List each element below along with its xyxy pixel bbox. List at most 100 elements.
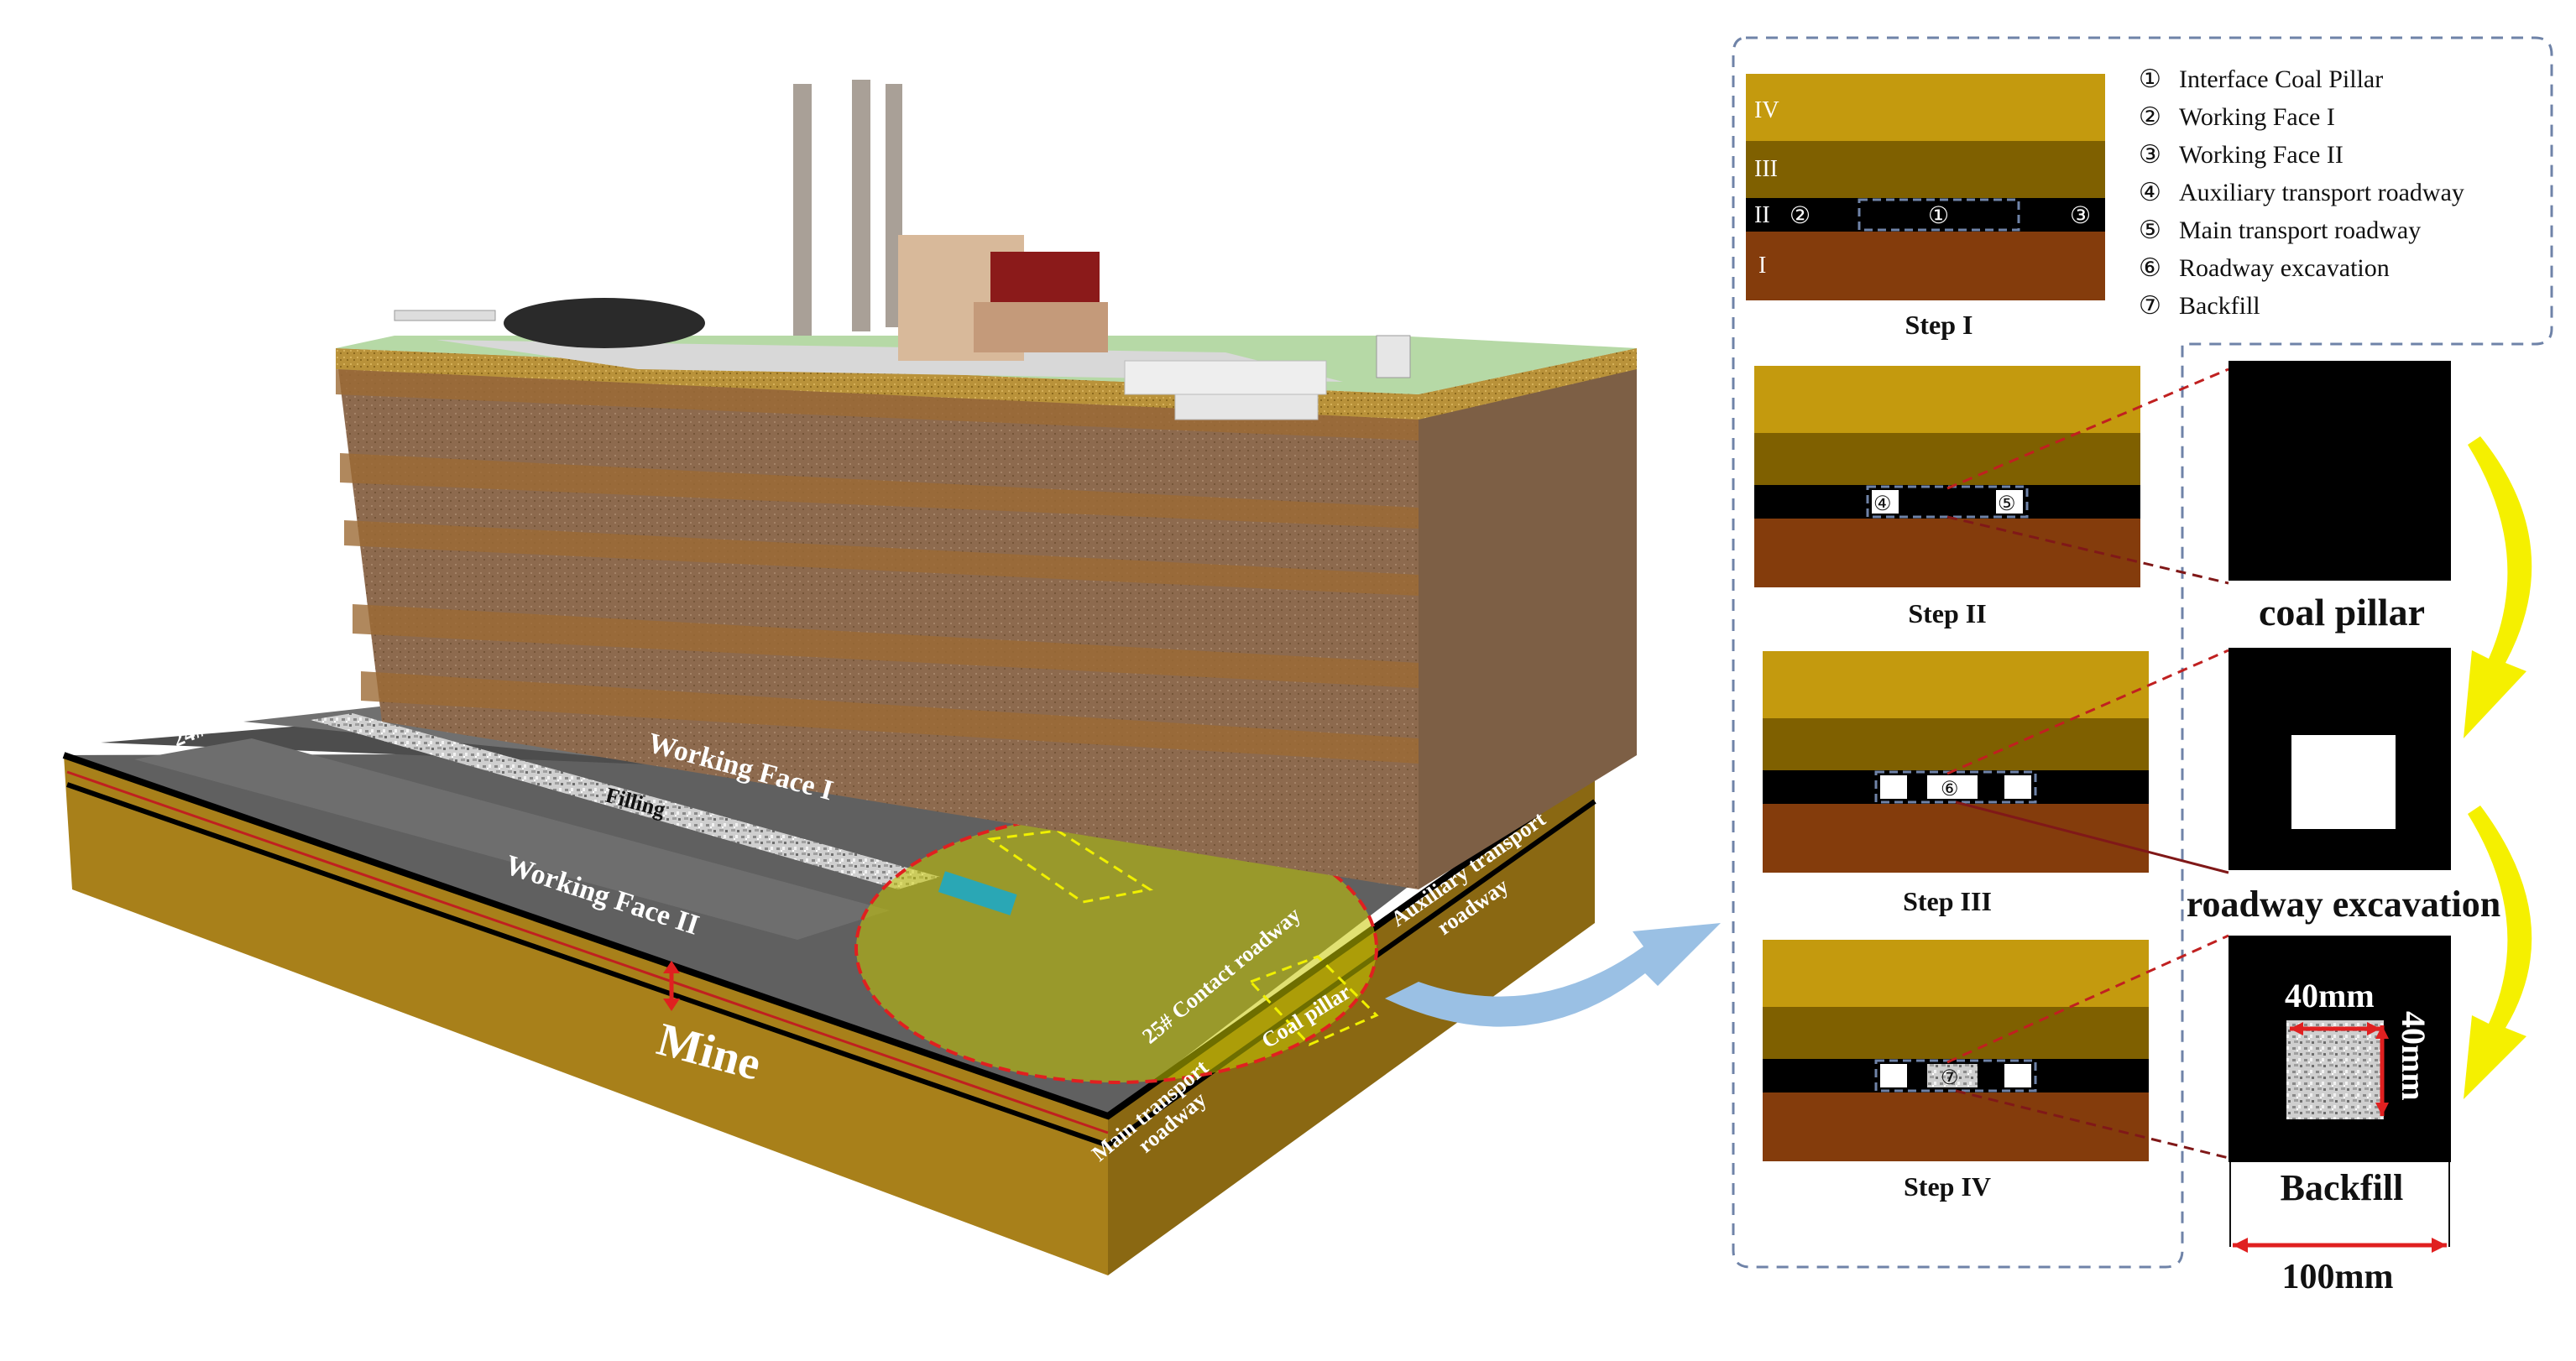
legend-item-3-text: Working Face II <box>2179 141 2343 169</box>
legend-item-7-num: ⑦ <box>2139 292 2161 320</box>
blue-curved-arrow <box>1385 923 1721 1027</box>
legend-item-4-text: Auxiliary transport roadway <box>2179 179 2464 206</box>
step3-layer-iv <box>1763 651 2149 718</box>
step-1-diagram: IV III II I ② ① ③ Step I <box>1746 74 2132 340</box>
strata-band-4 <box>353 604 1419 688</box>
step1-layer-iv <box>1746 74 2132 141</box>
coal-pile <box>504 298 705 348</box>
legend-item-1-num: ① <box>2139 65 2161 93</box>
legend-item-5-num: ⑤ <box>2139 216 2161 244</box>
step3-caption: Step III <box>1903 886 1992 916</box>
step4-caption: Step IV <box>1904 1171 1991 1202</box>
step2-layer-iv <box>1754 366 2140 433</box>
plant-pipes <box>1124 360 1327 395</box>
connector-step2-top <box>1946 368 2229 490</box>
dim-100-label: 100mm <box>2282 1258 2394 1296</box>
step2-marker-4: ④ <box>1873 493 1892 515</box>
step4-marker-7: ⑦ <box>1941 1067 1959 1089</box>
step1-label-i: I <box>1758 253 1766 279</box>
legend-item-6-num: ⑥ <box>2139 254 2161 282</box>
step1-layer-iii <box>1746 141 2132 198</box>
specimen-roadway-excavation-label: roadway excavation <box>2187 884 2500 925</box>
dim-40-h-head-left <box>2290 1022 2303 1035</box>
dim-100-head-left <box>2233 1238 2248 1253</box>
yellow-arrow-2 <box>2464 806 2532 1099</box>
seam-frame-bottom <box>66 782 1596 1149</box>
filling-strip[interactable] <box>311 713 940 889</box>
step2-layer-i <box>1754 519 2140 587</box>
specimen-backfill-label: Backfill <box>2281 1167 2404 1208</box>
legend-background <box>2105 42 2548 340</box>
step3-marker-6: ⑥ <box>1941 779 1959 800</box>
strata-band-3 <box>344 520 1419 596</box>
step-3-diagram: ⑥ Step III <box>1763 651 2149 916</box>
dim-40-vertical-label: 40mm <box>2395 1011 2432 1101</box>
step3-layer-i <box>1763 804 2149 873</box>
dim-40-v-head-bottom <box>2375 1103 2389 1116</box>
highlight-dashed-box-2 <box>1248 955 1379 1046</box>
blue-arrow-body <box>1385 923 1721 1027</box>
floor-slab-front <box>64 755 1108 1275</box>
step1-marker-3: ③ <box>2070 203 2091 229</box>
connector-step2-bottom <box>1946 515 2229 585</box>
legend-item-4-num: ④ <box>2139 179 2161 206</box>
steps-panel: IV III II I ② ① ③ Step I ① Interface Coa… <box>1732 36 2553 1269</box>
strata-band-5 <box>361 671 1419 764</box>
step4-layer-iii <box>1763 1007 2149 1059</box>
legend-item-2-text: Working Face I <box>2179 103 2335 131</box>
legend: ① Interface Coal Pillar ② Working Face I… <box>2105 42 2548 340</box>
mine-3d-model: 24# Contact roadway Working Face I Filli… <box>62 80 1637 1275</box>
highlight-dashed-box-1 <box>986 829 1154 904</box>
chimney-2 <box>852 80 870 331</box>
step1-label-iii: III <box>1754 156 1778 182</box>
connector-step4-top <box>1946 934 2229 1064</box>
strata-band-1 <box>336 369 1419 441</box>
step1-marker-2: ② <box>1790 203 1811 229</box>
step1-layer-ii <box>1746 198 2132 232</box>
power-plant <box>394 80 1411 420</box>
legend-item-3-num: ③ <box>2139 141 2161 169</box>
step3-layer-iii <box>1763 718 2149 770</box>
step2-main-roadway <box>1996 490 2023 514</box>
floor-slab-side <box>1108 772 1595 1275</box>
ground-concrete <box>436 340 1343 382</box>
legend-item-6-text: Roadway excavation <box>2179 254 2390 282</box>
step4-aux-roadway <box>1880 1064 1907 1087</box>
step2-layer-ii <box>1754 485 2140 519</box>
connector-lines <box>1946 368 2229 1160</box>
seam-frame-top <box>62 752 1597 1120</box>
step1-marker-1: ① <box>1928 203 1949 229</box>
strata-band-2 <box>340 453 1419 529</box>
plant-conveyor <box>394 310 496 321</box>
specimen-coal-pillar-label: coal pillar <box>2259 591 2425 634</box>
step4-backfill <box>1927 1064 1978 1087</box>
step2-caption: Step II <box>1908 598 1986 628</box>
connector-step3-top <box>1946 649 2229 775</box>
specimen-roadway-hole <box>2291 735 2396 829</box>
steps-panel-border <box>1732 36 2553 1269</box>
strata-side-top-edge <box>1419 348 1637 420</box>
teal-arrow <box>938 871 1017 915</box>
step-2-diagram: ④ ⑤ Step II <box>1754 366 2140 628</box>
strata-block-side <box>1419 348 1637 889</box>
legend-item-5-text: Main transport roadway <box>2179 216 2421 244</box>
dim-100-head-right <box>2432 1238 2447 1253</box>
step1-layer-i <box>1746 232 2132 300</box>
step1-label-iv: IV <box>1754 97 1779 123</box>
plant-building-annex <box>974 302 1108 352</box>
step1-caption: Step I <box>1905 310 1973 340</box>
connector-step4-bottom <box>1955 1089 2229 1160</box>
seam-thickness-arrow-head-top <box>663 961 680 973</box>
yellow-arrow-1 <box>2464 436 2532 738</box>
working-face-2-strip <box>134 738 890 940</box>
step2-layer-iii <box>1754 433 2140 485</box>
step2-marker-5: ⑤ <box>1998 493 2016 515</box>
connector-step3-bottom <box>1955 800 2229 874</box>
plant-tank <box>1376 335 1411 378</box>
specimen-backfill-white-base <box>2231 1162 2448 1246</box>
legend-item-7-text: Backfill <box>2179 292 2260 320</box>
dim-40-h-head-right <box>2367 1022 2380 1035</box>
step4-main-roadway <box>2004 1064 2031 1087</box>
dim-40-horizontal-label: 40mm <box>2285 977 2375 1014</box>
step3-aux-roadway <box>1880 775 1907 799</box>
